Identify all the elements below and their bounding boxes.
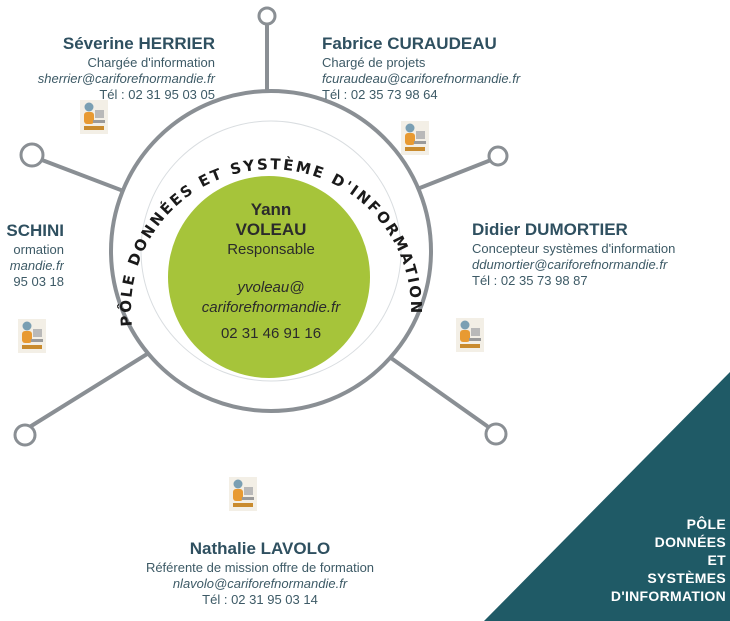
node-top	[257, 6, 277, 26]
person-at-computer-icon	[229, 477, 257, 511]
node-upper-right	[487, 145, 509, 167]
person-email[interactable]: sherrier@cariforefnormandie.fr	[37, 71, 215, 86]
spoke-nodes	[13, 6, 509, 447]
person-card: SCHINI ormation mandie.fr 95 03 18	[0, 220, 64, 290]
person-at-computer-icon	[18, 319, 46, 353]
head-block: Yann VOLEAU Responsable yvoleau@ carifor…	[171, 200, 371, 344]
person-name: Nathalie LAVOLO	[189, 539, 331, 558]
head-role: Responsable	[227, 241, 315, 258]
person-role: Concepteur systèmes d'information	[472, 241, 676, 256]
head-tel: 02 31 46 91 16	[220, 325, 322, 342]
person-tel: Tél : 02 31 95 03 14	[202, 592, 318, 607]
person-email[interactable]: nlavolo@cariforefnormandie.fr	[172, 576, 348, 591]
node-lower-left	[13, 423, 37, 447]
person-card: Fabrice CURAUDEAU Chargé de projets fcur…	[322, 33, 582, 103]
person-at-computer-icon	[456, 318, 484, 352]
person-role: Chargée d'information	[87, 55, 216, 70]
person-card: Nathalie LAVOLO Référente de mission off…	[90, 538, 430, 608]
person-card: Didier DUMORTIER Concepteur systèmes d'i…	[472, 219, 727, 289]
node-lower-right	[484, 422, 508, 446]
person-role: Chargé de projets	[322, 55, 426, 70]
person-email[interactable]: fcuraudeau@cariforefnormandie.fr	[322, 71, 521, 86]
person-at-computer-icon	[80, 100, 108, 134]
person-tel: 95 03 18	[13, 274, 64, 289]
person-name: SCHINI	[6, 221, 64, 240]
corner-line: ET	[707, 552, 726, 568]
person-email[interactable]: mandie.fr	[9, 258, 64, 273]
person-tel: Tél : 02 35 73 98 87	[472, 273, 588, 288]
corner-label: PÔLE DONNÉES ET SYSTÈMES D'INFORMATION	[611, 515, 726, 605]
person-name: Séverine HERRIER	[62, 34, 215, 53]
node-upper-left	[19, 142, 45, 168]
person-at-computer-icon	[401, 121, 429, 155]
head-email-line2: cariforefnormandie.fr	[201, 299, 341, 316]
corner-triangle	[484, 372, 730, 621]
corner-line: SYSTÈMES	[647, 570, 726, 586]
person-card: Séverine HERRIER Chargée d'information s…	[0, 33, 215, 103]
person-email[interactable]: ddumortier@cariforefnormandie.fr	[472, 257, 668, 272]
corner-line: D'INFORMATION	[610, 588, 726, 604]
inner-ring	[140, 120, 402, 382]
person-name: Didier DUMORTIER	[472, 220, 628, 239]
person-tel: Tél : 02 31 95 03 05	[99, 87, 215, 102]
head-last-name: VOLEAU	[235, 220, 307, 239]
head-email-line1: yvoleau@	[237, 279, 305, 296]
person-role: ormation	[13, 242, 64, 257]
person-name: Fabrice CURAUDEAU	[322, 34, 497, 53]
corner-line: PÔLE	[686, 516, 726, 532]
person-role: Référente de mission offre de formation	[145, 560, 375, 575]
corner-line: DONNÉES	[654, 534, 726, 550]
person-tel: Tél : 02 35 73 98 64	[322, 87, 438, 102]
head-first-name: Yann	[250, 200, 292, 219]
head-circle	[168, 176, 370, 378]
